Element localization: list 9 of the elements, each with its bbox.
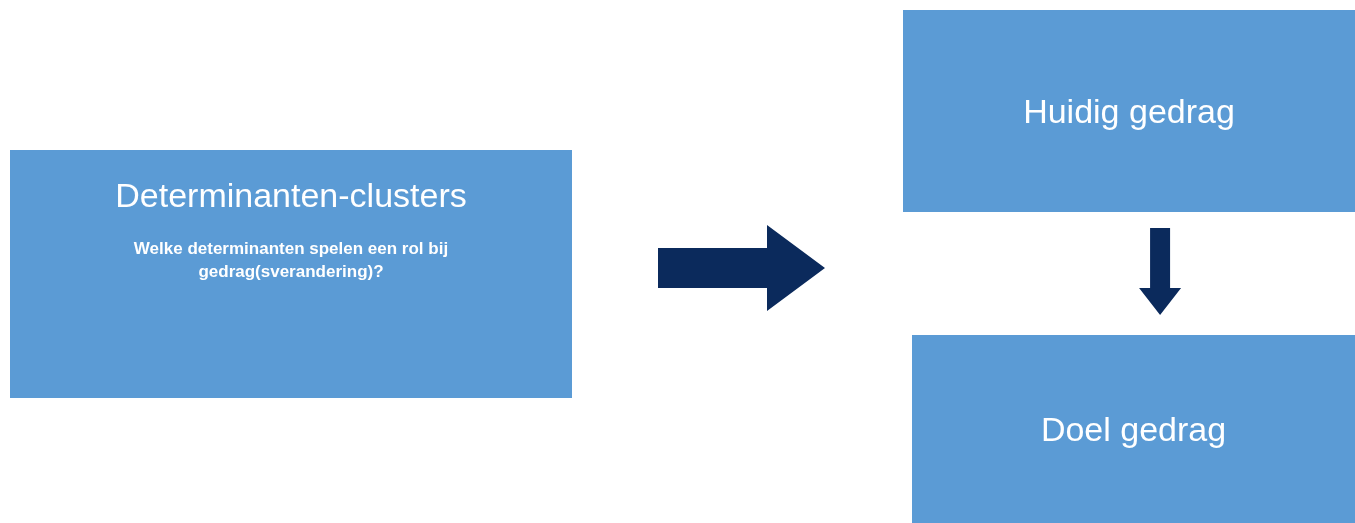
block-arrow bbox=[658, 225, 825, 311]
box-text: Welke determinanten spelen een rol bij gedrag(sverandering)? bbox=[132, 237, 450, 283]
process-box bbox=[912, 335, 1355, 523]
process-box bbox=[10, 150, 572, 398]
block-arrow bbox=[1139, 228, 1182, 315]
box-title: Determinanten-clusters bbox=[115, 175, 467, 216]
box-title: Huidig gedrag bbox=[1023, 90, 1235, 132]
box-title: Doel gedrag bbox=[1040, 408, 1227, 450]
process-box bbox=[903, 10, 1355, 212]
